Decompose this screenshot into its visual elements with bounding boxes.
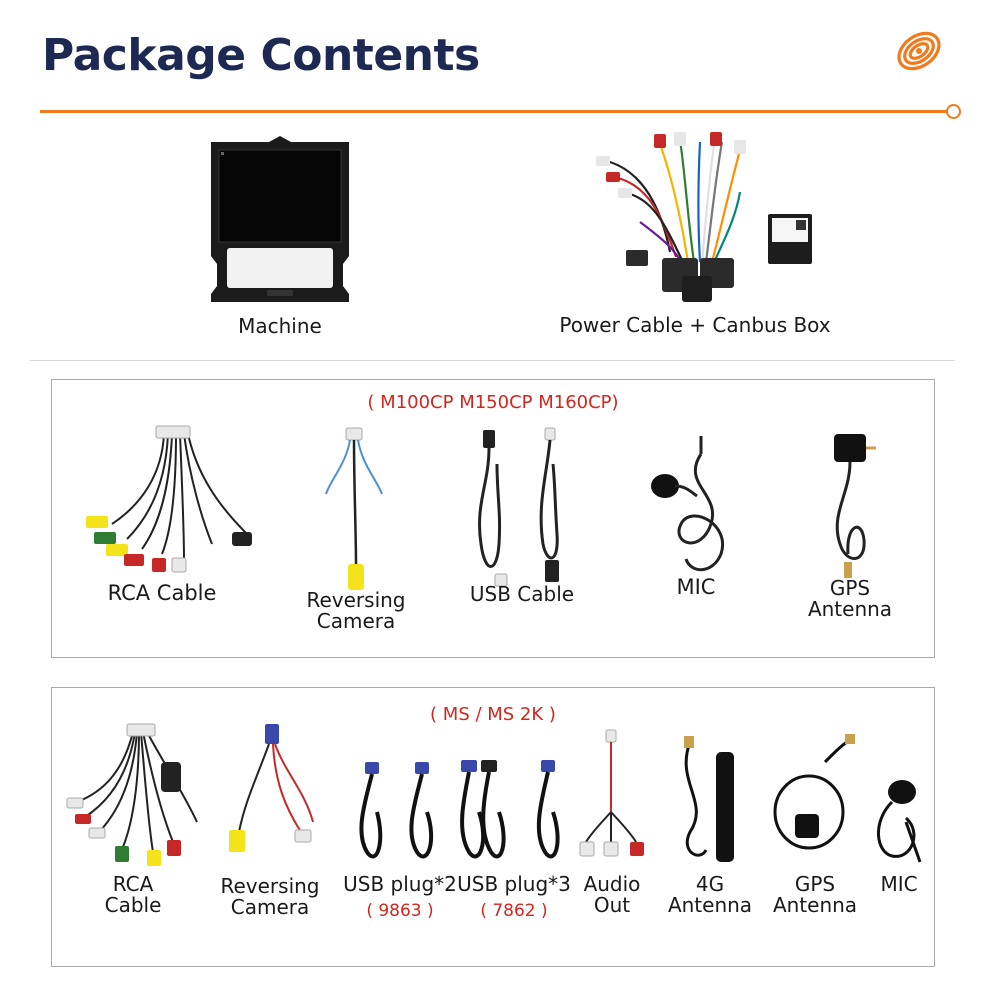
header-divider [40,110,950,113]
usb-cable-icon [478,427,559,587]
panel-two-item-usb-plug-3: USB plug*3 ( 7862 ) [444,722,584,921]
panel-one-item-gps-antenna: GPS Antenna [785,424,915,620]
item-label: MIC [676,575,716,599]
header-divider-dot [946,104,961,119]
item-label: Machine [238,314,322,338]
panel-two-item-gps-antenna: GPS Antenna [760,722,870,916]
panel-caption: ( M100CP M150CP M160CP) [367,392,619,413]
item-label: GPS Antenna [772,872,858,917]
panel-two-item-usb-plug-2: USB plug*2 ( 9863 ) [340,722,460,921]
car-stereo-unit-icon [211,136,349,302]
item-label: Power Cable + Canbus Box [559,313,831,337]
item-label: GPS Antenna [807,576,893,621]
rca-cable-icon [66,723,198,866]
audio-out-cable-icon [579,729,644,857]
panel-one-item-usb-cable: USB Cable [452,424,592,605]
item-label: Audio Out [583,872,641,917]
microphone-icon [651,436,725,572]
panel-one-item-mic: MIC [636,424,756,598]
item-power-cable-canbus: Power Cable + Canbus Box [505,132,885,336]
item-label: USB Cable [469,582,575,606]
microphone-icon [877,780,922,863]
4g-antenna-icon [684,736,734,862]
item-note: ( 7862 ) [480,901,548,921]
panel-m100cp: ( M100CP M150CP M160CP) RCA Cable [51,379,935,658]
usb-plug-icon [359,762,434,859]
panel-two-item-audio-out: Audio Out [567,722,657,916]
item-label: RCA Cable [107,581,217,605]
panel-two-item-reversing-camera: Reversing Camera [210,722,330,918]
wiring-harness-icon [596,132,812,302]
gps-antenna-icon [773,734,855,850]
item-label: Reversing Camera [306,588,406,633]
item-label: USB plug*2 [343,872,457,896]
gps-antenna-icon [834,434,876,578]
panel-two-item-4g-antenna: 4G Antenna [660,722,760,916]
item-label: USB plug*3 [457,872,571,896]
panel-two-item-mic: MIC [862,722,936,895]
orange-spiral-logo-icon [897,31,941,71]
item-label: MIC [880,872,918,896]
panel-caption: ( MS / MS 2K ) [430,704,556,725]
panel-ms: ( MS / MS 2K ) RCA Cable [51,687,935,967]
reversing-camera-cable-icon [325,427,383,590]
item-note: ( 9863 ) [366,901,434,921]
panel-two-item-rca-cable: RCA Cable [58,722,208,916]
panel-one-item-reversing-camera: Reversing Camera [286,424,426,632]
item-label: RCA Cable [104,872,162,917]
page-title: Package Contents [42,30,480,81]
rca-cable-icon [86,425,252,573]
section-divider [30,360,955,361]
item-label: Reversing Camera [220,874,320,919]
reversing-camera-cable-icon [229,724,314,852]
panel-one-item-rca-cable: RCA Cable [72,424,252,604]
item-label: 4G Antenna [667,872,753,917]
usb-plug-icon [460,760,560,859]
item-machine: Machine [180,136,380,337]
